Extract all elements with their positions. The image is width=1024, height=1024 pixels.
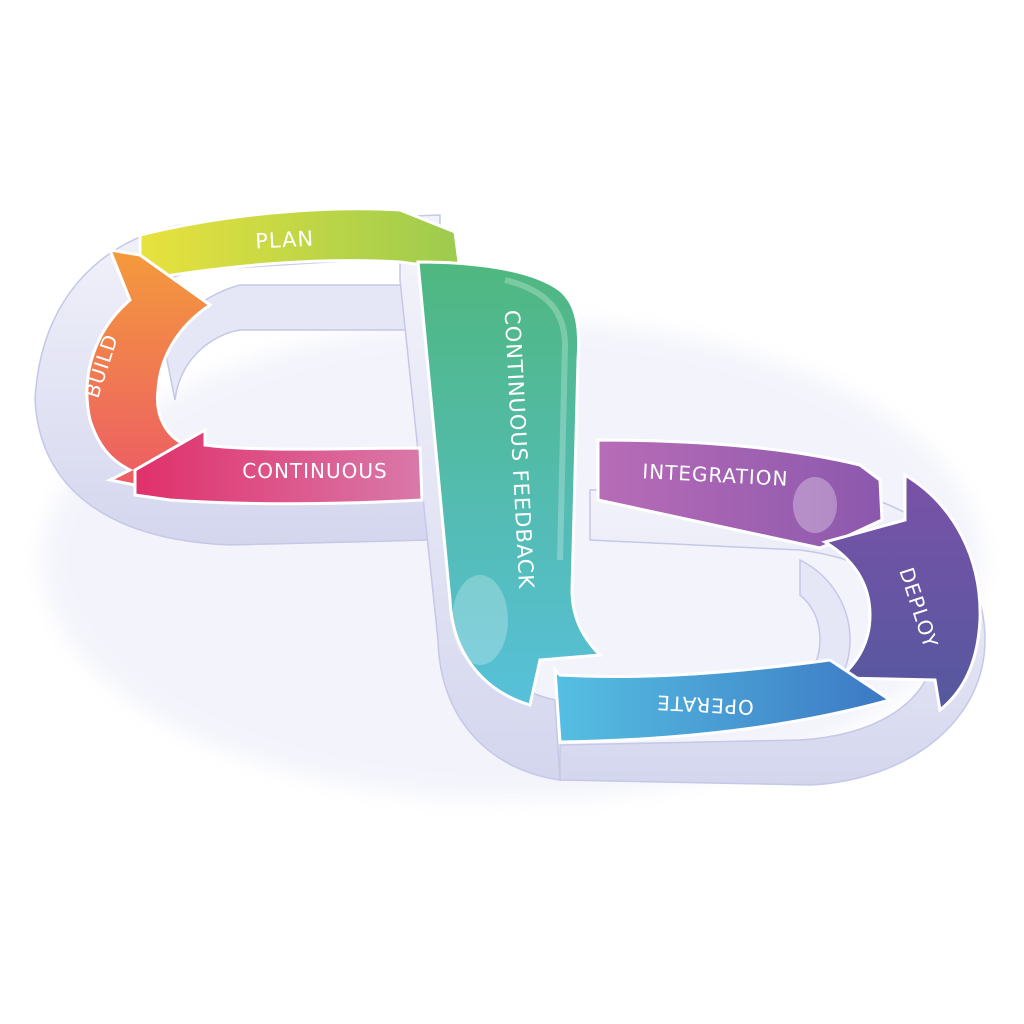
label-plan: PLAN [255, 226, 315, 253]
segment-continuous [133, 427, 424, 506]
ribbon-gloss-highlight [452, 575, 508, 665]
ribbon-gloss-stripe [504, 277, 569, 561]
integration-gloss [793, 477, 837, 533]
segment-deploy [821, 472, 982, 713]
segment-continuous-feedback [416, 260, 604, 707]
label-continuous: CONTINUOUS [242, 459, 387, 483]
segment-operate [553, 658, 894, 744]
label-operate: OPERATE [656, 690, 755, 719]
